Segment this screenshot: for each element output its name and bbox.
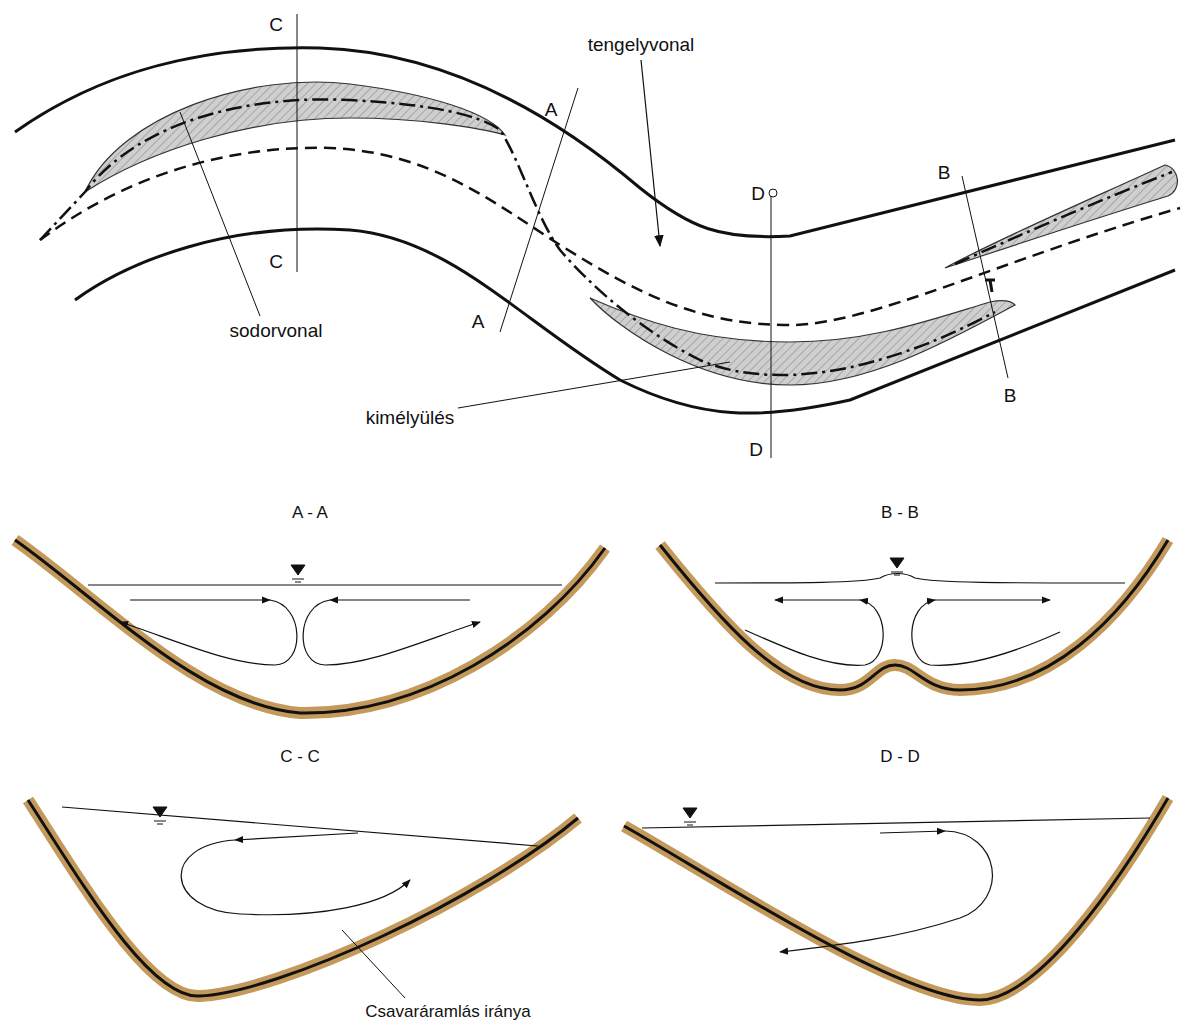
drawing-part [292, 579, 304, 580]
cross-section-cc [28, 800, 578, 998]
cross-section-aa [15, 540, 605, 713]
plan-view [15, 14, 1180, 458]
section-line [500, 88, 578, 332]
drawing-part [62, 807, 538, 846]
drawing-part [880, 831, 945, 833]
section-title: D - D [880, 748, 920, 767]
leader-line [180, 112, 260, 316]
drawing-part [153, 807, 167, 817]
thalweg-line [955, 172, 1172, 264]
drawing-part [130, 599, 270, 600]
section-letter: D [749, 440, 763, 461]
drawing-part [660, 540, 1168, 690]
section-letter: C [269, 15, 283, 36]
drawing-part [624, 798, 1168, 1000]
section-line [297, 14, 298, 272]
drawing-part [303, 600, 480, 665]
section-title: B - B [881, 504, 919, 523]
section-letter: B [1004, 386, 1017, 407]
drawing-part [890, 558, 904, 568]
drawing-part [28, 800, 578, 996]
axis-label: tengelyvonal [588, 35, 695, 56]
section-line [771, 196, 772, 458]
drawing-part [15, 540, 605, 713]
drawing-part [28, 800, 578, 996]
drawing-part [624, 798, 1168, 1000]
drawing-part [291, 565, 305, 575]
drawing-part [775, 599, 860, 600]
drawing-part [642, 818, 1150, 828]
drawing-part [894, 575, 900, 576]
cross-section-dd [624, 798, 1168, 1000]
leader-line [641, 60, 660, 246]
section-letter: A [472, 312, 485, 333]
drawing-part [687, 825, 693, 826]
drawing-part [745, 600, 883, 665]
section-mark [769, 189, 777, 197]
drawing-part [295, 582, 301, 583]
section-letter: B [938, 163, 951, 184]
drawing-part [154, 821, 166, 822]
drawing-part [330, 599, 470, 600]
drawing-part [660, 540, 1168, 690]
thalweg-label: sodorvonal [230, 321, 323, 342]
drawing-part [935, 599, 1050, 600]
leader-line [458, 362, 730, 408]
drawing-part [684, 822, 696, 823]
drawing-part [715, 574, 1125, 584]
drawing-part [88, 584, 562, 585]
drawing-part [780, 831, 992, 952]
drawing-part [891, 572, 903, 573]
leader-line [342, 930, 405, 998]
drawing-part [181, 840, 410, 915]
drawing-part [120, 600, 297, 665]
bar-marker [990, 280, 992, 292]
section-title: C - C [280, 748, 320, 767]
section-letter: D [751, 184, 765, 205]
river-bank [15, 48, 1175, 237]
drawing-part [15, 540, 605, 713]
section-letter: C [269, 252, 283, 273]
section-letter: A [545, 100, 558, 121]
thalweg-line [40, 99, 995, 375]
axis-line [40, 148, 1180, 325]
river-bank [75, 229, 1175, 413]
flow-label: Csavaráramlás iránya [365, 1003, 530, 1022]
drawing-part [157, 824, 163, 825]
section-title: A - A [292, 504, 328, 523]
drawing-part [235, 833, 358, 840]
drawing-part [912, 600, 1060, 665]
cross-section-bb [660, 540, 1168, 690]
pool-label: kimélyülés [366, 408, 455, 429]
drawing-part [683, 808, 697, 818]
section-line [962, 176, 1008, 378]
deep-pool [590, 298, 1015, 385]
